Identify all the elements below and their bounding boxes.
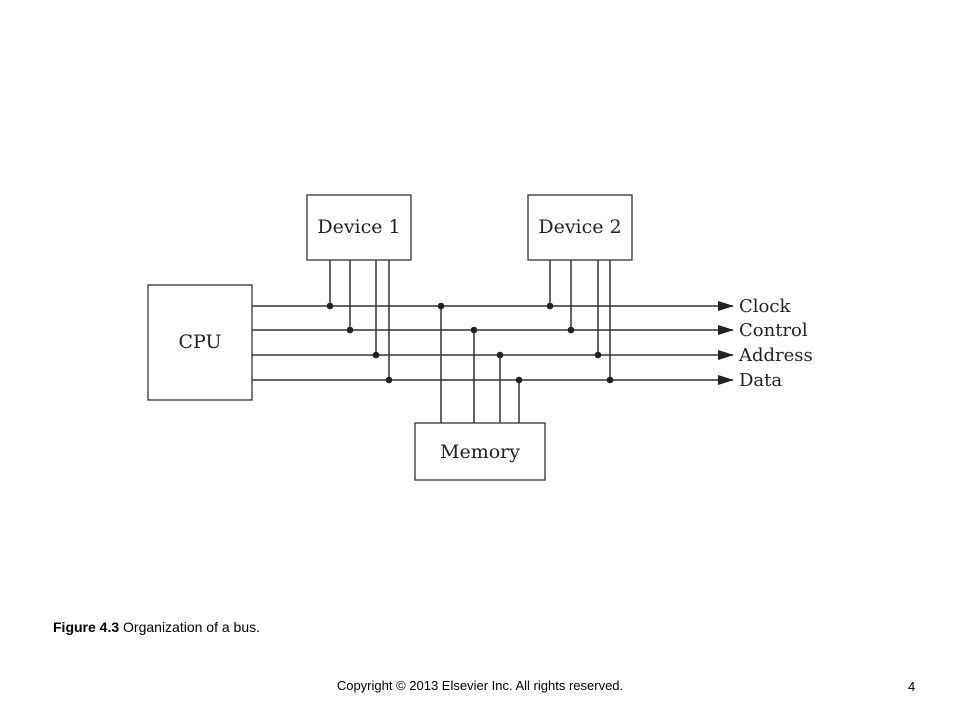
cpu-label: CPU <box>178 331 221 353</box>
bus-labels: Clock Control Address Data <box>738 296 813 391</box>
junction-dots <box>326 302 614 384</box>
junction-dot <box>606 376 614 384</box>
junction-dot <box>546 302 554 310</box>
junction-dot <box>594 351 602 359</box>
device1-label: Device 1 <box>317 216 400 238</box>
junction-dot <box>470 326 478 334</box>
junction-dot <box>496 351 504 359</box>
memory-taps <box>440 306 520 423</box>
caption-text: Organization of a bus. <box>119 619 261 635</box>
junction-dot <box>437 302 445 310</box>
junction-dot <box>385 376 393 384</box>
clock-label: Clock <box>739 296 791 317</box>
device1-taps <box>329 260 390 380</box>
cpu-block: CPU <box>147 284 253 401</box>
bus-lines <box>252 301 734 385</box>
data-label: Data <box>739 370 782 391</box>
device2-block: Device 2 <box>527 194 633 261</box>
memory-label: Memory <box>440 441 520 463</box>
junction-dot <box>346 326 354 334</box>
figure-number: Figure 4.3 <box>53 619 120 635</box>
device2-taps <box>549 260 611 380</box>
figure-caption: Figure 4.3 Organization of a bus. <box>53 619 260 635</box>
copyright-notice: Copyright © 2013 Elsevier Inc. All right… <box>336 678 624 693</box>
junction-dot <box>326 302 334 310</box>
junction-dot <box>515 376 523 384</box>
control-label: Control <box>739 320 808 341</box>
device2-label: Device 2 <box>538 216 621 238</box>
address-label: Address <box>738 345 813 366</box>
junction-dot <box>567 326 575 334</box>
junction-dot <box>372 351 380 359</box>
page-number: 4 <box>908 679 916 694</box>
device1-block: Device 1 <box>306 194 412 261</box>
memory-block: Memory <box>414 422 546 481</box>
